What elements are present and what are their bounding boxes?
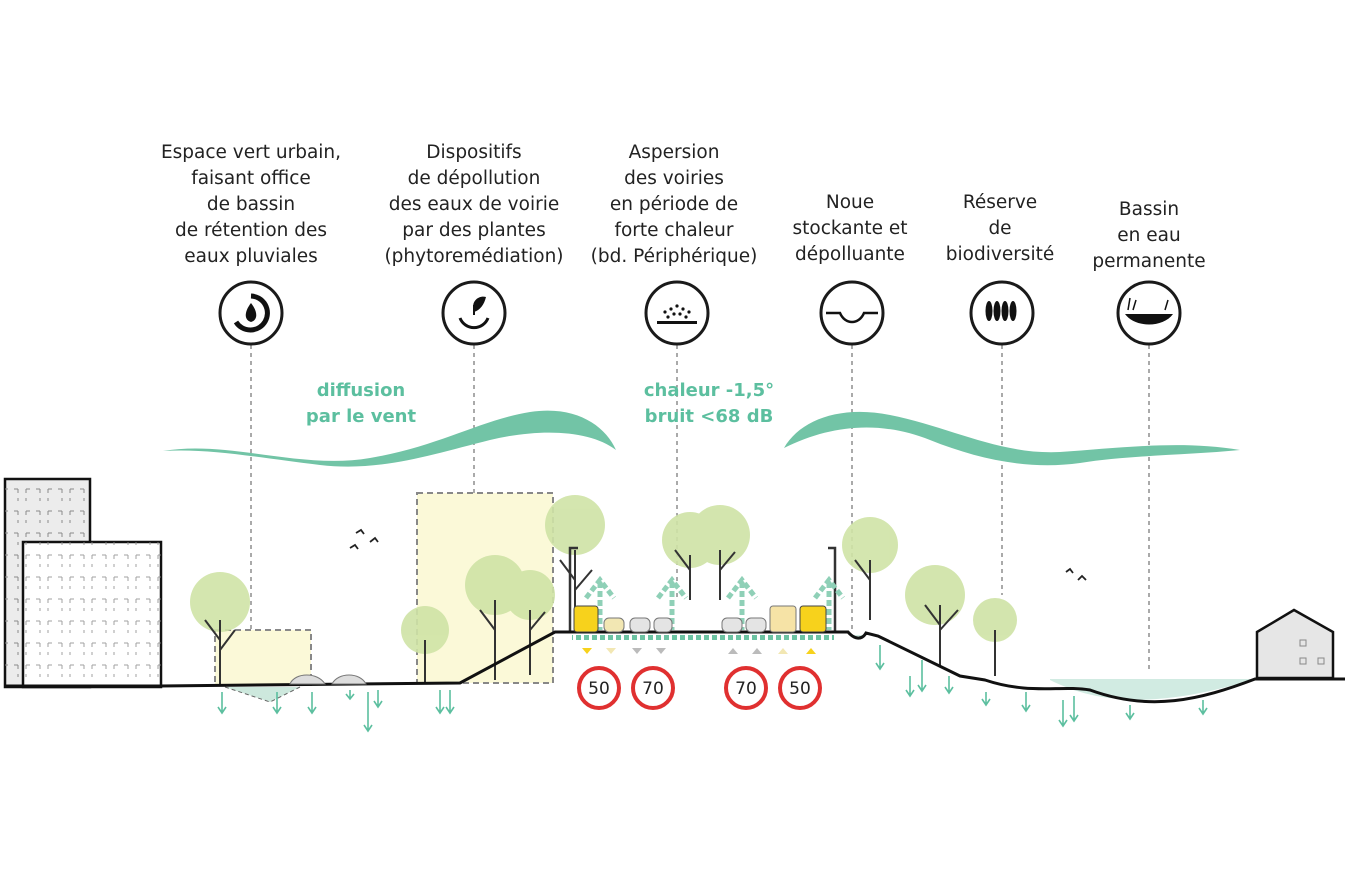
- annotation-chaleur: chaleur -1,5° bruit <68 dB: [643, 380, 775, 427]
- speed-sign: [778, 666, 822, 710]
- speed-sign-text: 70: [735, 679, 757, 699]
- label-aspersion: Aspersion des voiries en période de fort…: [590, 142, 758, 267]
- speed-sign: [577, 666, 621, 710]
- annotation-diffusion: diffusion par le vent: [305, 380, 417, 427]
- label-reserve: Réserve de biodiversité: [945, 192, 1055, 265]
- birds: [349, 528, 1087, 581]
- speed-sign: [631, 666, 675, 710]
- building-left: [3, 477, 163, 689]
- swale-icon: [819, 280, 885, 346]
- light-poles: [568, 546, 837, 632]
- spray-icon: [644, 280, 710, 346]
- vehicles: [289, 605, 827, 685]
- speed-sign-text: 70: [642, 679, 664, 699]
- speed-signs: 50 70 70 50: [577, 666, 822, 710]
- wind-waves: [163, 410, 1240, 467]
- speed-sign-text: 50: [588, 679, 610, 699]
- speed-sign-text: 50: [789, 679, 811, 699]
- lane-triangles: [582, 648, 816, 654]
- pond-icon: [1116, 280, 1182, 346]
- house-right: [1255, 608, 1335, 680]
- label-noue: Noue stockante et dépolluante: [792, 192, 908, 265]
- icon-glyphs: [233, 293, 1173, 333]
- trees: [190, 495, 1017, 686]
- speed-sign: [724, 666, 768, 710]
- icon-circles: [218, 280, 1182, 346]
- ground-line: [5, 630, 1345, 704]
- label-dispositifs: Dispositifs de dépollution des eaux de v…: [384, 142, 564, 267]
- label-espace-vert: Espace vert urbain, faisant office de ba…: [160, 142, 342, 267]
- label-bassin: Bassin en eau permanente: [1092, 199, 1206, 272]
- infiltration-arrows: [217, 645, 1208, 733]
- road-band: [572, 635, 834, 640]
